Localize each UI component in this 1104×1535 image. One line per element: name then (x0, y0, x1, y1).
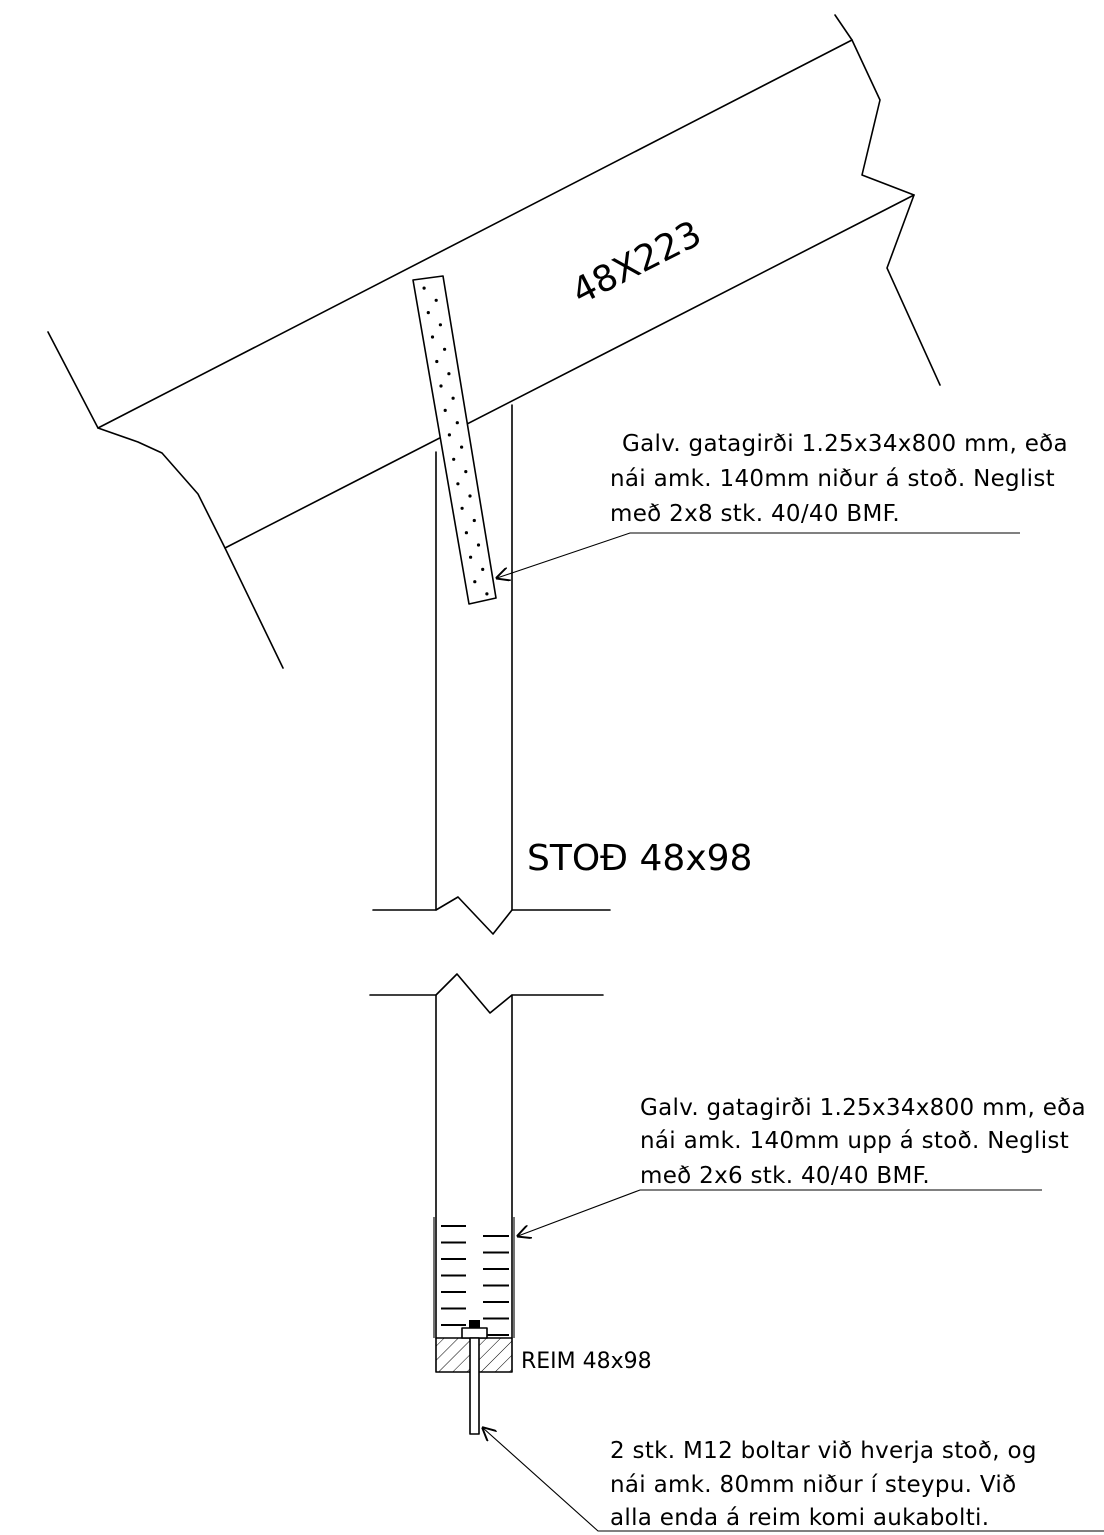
bottom-strap-note: Galv. gatagirði 1.25x34x800 mm, eða nái … (640, 1095, 1086, 1189)
nail-hole (455, 421, 459, 425)
bolt-note: 2 stk. M12 boltar við hverja stoð, og ná… (610, 1438, 1037, 1531)
beam-bottom-edge (224, 194, 915, 549)
nail-hole (447, 372, 451, 376)
post-label: STOÐ 48x98 (527, 838, 752, 879)
bolt-note-line2: nái amk. 80mm niður í steypu. Við (610, 1472, 1016, 1498)
nail-hole (468, 494, 472, 498)
bottom-strap-note-line3: með 2x6 stk. 40/40 BMF. (640, 1163, 930, 1189)
bolt-note-line3: alla enda á reim komi aukabolti. (610, 1505, 989, 1531)
nail-hole (472, 518, 476, 523)
beam-top-edge (97, 39, 853, 429)
leaders (483, 532, 1104, 1532)
sill-label: REIM 48x98 (521, 1349, 652, 1374)
nail-hole (443, 347, 447, 351)
bolt-nut (469, 1320, 480, 1328)
top-strap-holes (422, 286, 489, 596)
anchor-bolt (469, 1337, 480, 1435)
top-strap-note-line3: með 2x8 stk. 40/40 BMF. (610, 501, 900, 527)
nail-hole (451, 396, 455, 400)
nail-hole (447, 433, 451, 437)
nail-hole (426, 311, 430, 315)
post-upper-break-line (372, 896, 611, 935)
post-lower-break-line (369, 973, 604, 1014)
nail-hole (438, 323, 442, 327)
nail-hole (456, 482, 460, 486)
top-strap-note-line1: Galv. gatagirði 1.25x34x800 mm, eða (622, 431, 1068, 457)
nail-hole (485, 592, 489, 596)
nail-hole (452, 457, 456, 461)
nail-hole (464, 470, 468, 474)
nail-hole (473, 580, 477, 584)
post-upper (372, 404, 611, 935)
nail-hole (439, 384, 443, 388)
top-strap (412, 275, 497, 605)
nail-hole (422, 286, 426, 290)
bolt-note-line1: 2 stk. M12 boltar við hverja stoð, og (610, 1438, 1037, 1464)
bottom-strap (433, 1217, 515, 1338)
bottom-strap-note-line1: Galv. gatagirði 1.25x34x800 mm, eða (640, 1095, 1086, 1121)
nail-hole (460, 506, 464, 510)
nail-hole (481, 567, 485, 572)
post-lower (369, 973, 604, 1339)
sill (435, 1320, 513, 1435)
beam-dimension-label: 48X223 (565, 213, 708, 313)
top-strap-note: Galv. gatagirði 1.25x34x800 mm, eða nái … (610, 431, 1068, 527)
beam-right-break-line (834, 14, 941, 386)
bolt-washer (461, 1327, 488, 1339)
beam (47, 14, 941, 669)
bottom-strap-note-line2: nái amk. 140mm upp á stoð. Neglist (640, 1128, 1069, 1154)
bottom-strap-leader (518, 1189, 1042, 1236)
bottom-strap-slots (441, 1225, 509, 1336)
nail-hole (434, 298, 438, 302)
nail-hole (460, 445, 464, 449)
top-strap-outline (412, 275, 497, 605)
nail-hole (430, 335, 435, 339)
nail-hole (443, 408, 447, 412)
nail-hole (476, 543, 481, 547)
bolt-leader (483, 1428, 1104, 1532)
top-strap-note-line2: nái amk. 140mm niður á stoð. Neglist (610, 466, 1055, 492)
nail-hole (469, 555, 473, 559)
beam-left-break-line (47, 331, 284, 669)
nail-hole (464, 531, 468, 535)
nail-hole (435, 359, 439, 364)
top-strap-leader (497, 532, 1020, 578)
